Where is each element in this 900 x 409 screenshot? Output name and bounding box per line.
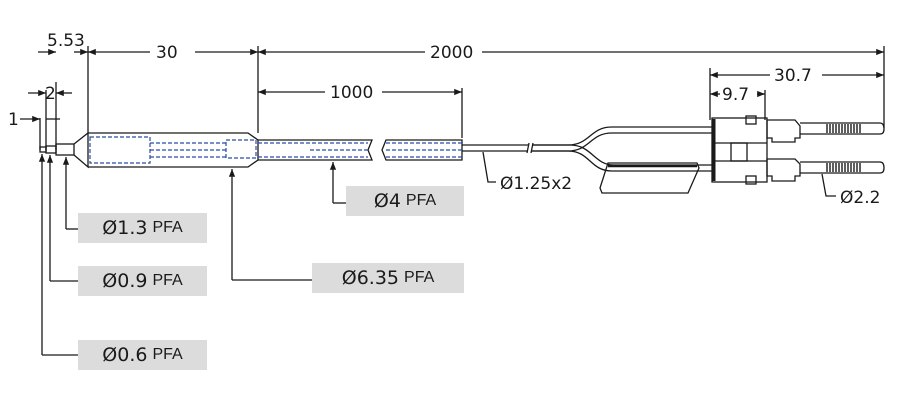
label-material: PFA [152,272,183,289]
inner-bore [89,136,151,164]
sheath-4-part2 [381,139,463,161]
label-1-3-pfa: Ø1.3 PFA [78,213,207,243]
lead-wire-upper [532,132,712,152]
inner-bore [225,139,257,159]
dim-text-1: 1 [8,110,19,130]
label-6-35-pfa: Ø6.35 PFA [312,263,464,293]
callout-pin-diameter: Ø2.2 [840,188,880,208]
label-0-9-pfa: Ø0.9 PFA [78,266,207,296]
label-0-6-pfa: Ø0.6 PFA [78,340,207,370]
label-material: PFA [152,219,183,236]
connector-latch [730,142,748,162]
dim-text-30: 30 [156,43,178,63]
dim-text-5-53: 5.53 [47,31,85,51]
dim-text-2: 2 [45,84,56,104]
label-diameter: Ø6.35 [341,267,400,289]
dim-text-1000: 1000 [330,83,373,103]
taper [73,131,89,169]
break-mark [530,142,534,154]
wire-tag [599,162,700,194]
label-material: PFA [404,269,435,286]
callout-wire-diameter: Ø1.25x2 [500,174,572,194]
label-material: PFA [152,346,183,363]
label-material: PFA [405,192,437,209]
label-4-pfa: Ø4 PFA [346,186,464,216]
connector-detail [745,115,757,125]
connector-housing [711,117,768,183]
label-diameter: Ø1.3 [102,217,148,239]
tip-0-6 [39,146,47,153]
pin-collar-upper [766,119,801,143]
lead-wire-lower [532,144,712,166]
tip-0-9 [45,145,57,154]
pin-upper [800,122,885,135]
connector-detail [745,175,757,185]
label-diameter: Ø4 [373,190,401,212]
pin-knurling [826,124,861,172]
leader-1-25 [482,151,496,183]
pin-lower [800,161,885,174]
break-mark [526,142,530,154]
body-6-35 [88,132,259,168]
label-diameter: Ø0.9 [102,270,148,292]
lead-wire-upper [532,126,712,146]
pin-collar-lower [766,158,801,182]
dim-text-9-7: 9.7 [722,85,749,105]
leader-2-2 [821,173,836,197]
label-diameter: Ø0.6 [102,344,148,366]
dim-text-30-7: 30.7 [774,66,812,86]
lead-wire-lower [532,150,712,172]
tip-1-3 [55,143,75,156]
dim-text-2000: 2000 [430,43,473,63]
